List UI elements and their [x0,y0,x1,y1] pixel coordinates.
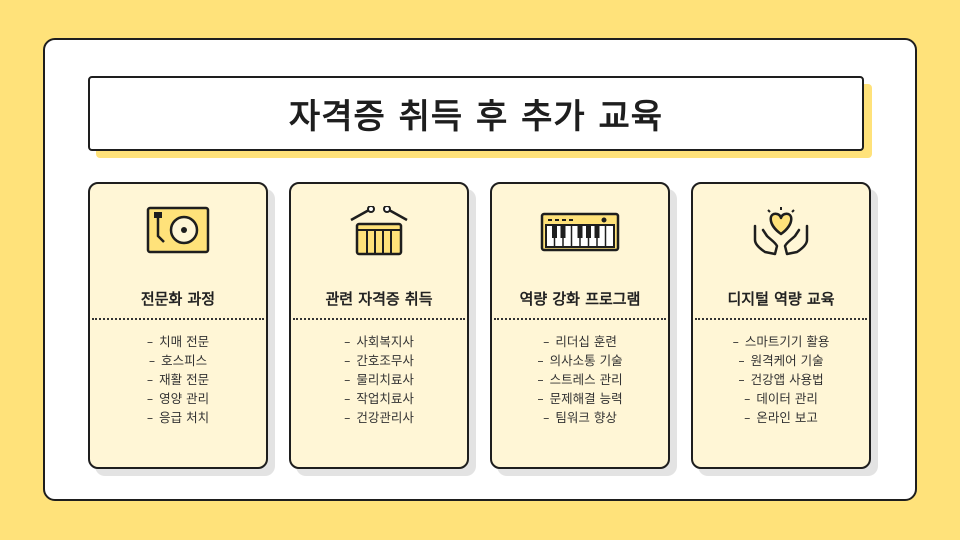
card-specialization: 전문화 과정 –치매 전문 –호스피스 –재활 전문 –영양 관리 –응급 처치 [88,182,268,469]
list-item: –의사소통 기술 [537,353,623,368]
divider [494,318,666,320]
item-list: –리더십 훈련 –의사소통 기술 –스트레스 관리 –문제해결 능력 –팀워크 … [492,332,668,427]
list-item: –건강관리사 [344,410,414,425]
divider [695,318,867,320]
divider [92,318,264,320]
list-item: –사회복지사 [344,334,414,349]
card-heading: 역량 강화 프로그램 [519,290,641,308]
turntable-icon [90,206,266,256]
list-item: –온라인 보고 [744,410,818,425]
item-list: –사회복지사 –간호조무사 –물리치료사 –작업치료사 –건강관리사 [291,332,467,427]
list-item: –영양 관리 [146,391,210,406]
keyboard-icon [492,206,668,256]
list-item: –물리치료사 [344,372,414,387]
list-item: –원격케어 기술 [738,353,824,368]
divider [293,318,465,320]
list-item: –간호조무사 [344,353,414,368]
item-list: –스마트기기 활용 –원격케어 기술 –건강앱 사용법 –데이터 관리 –온라인… [693,332,869,427]
page-title: 자격증 취득 후 추가 교육 [288,97,664,137]
card-heading: 전문화 과정 [140,290,216,308]
card-heading: 디지털 역량 교육 [727,290,835,308]
list-item: –작업치료사 [344,391,414,406]
card-heading: 관련 자격증 취득 [325,290,433,308]
list-item: –데이터 관리 [744,391,818,406]
list-item: –건강앱 사용법 [738,372,824,387]
drum-icon [291,206,467,256]
list-item: –문제해결 능력 [537,391,623,406]
card-digital: 디지털 역량 교육 –스마트기기 활용 –원격케어 기술 –건강앱 사용법 –데… [691,182,871,469]
list-item: –응급 처치 [146,410,210,425]
list-item: –치매 전문 [146,334,210,349]
list-item: –재활 전문 [146,372,210,387]
list-item: –호스피스 [148,353,208,368]
card-certification: 관련 자격증 취득 –사회복지사 –간호조무사 –물리치료사 –작업치료사 –건… [289,182,469,469]
title-box: 자격증 취득 후 추가 교육 [88,76,864,151]
heart-hands-icon [693,206,869,256]
list-item: –스마트기기 활용 [732,334,830,349]
list-item: –리더십 훈련 [543,334,617,349]
list-item: –스트레스 관리 [537,372,623,387]
list-item: –팀워크 향상 [543,410,617,425]
item-list: –치매 전문 –호스피스 –재활 전문 –영양 관리 –응급 처치 [90,332,266,427]
card-capability: 역량 강화 프로그램 –리더십 훈련 –의사소통 기술 –스트레스 관리 –문제… [490,182,670,469]
